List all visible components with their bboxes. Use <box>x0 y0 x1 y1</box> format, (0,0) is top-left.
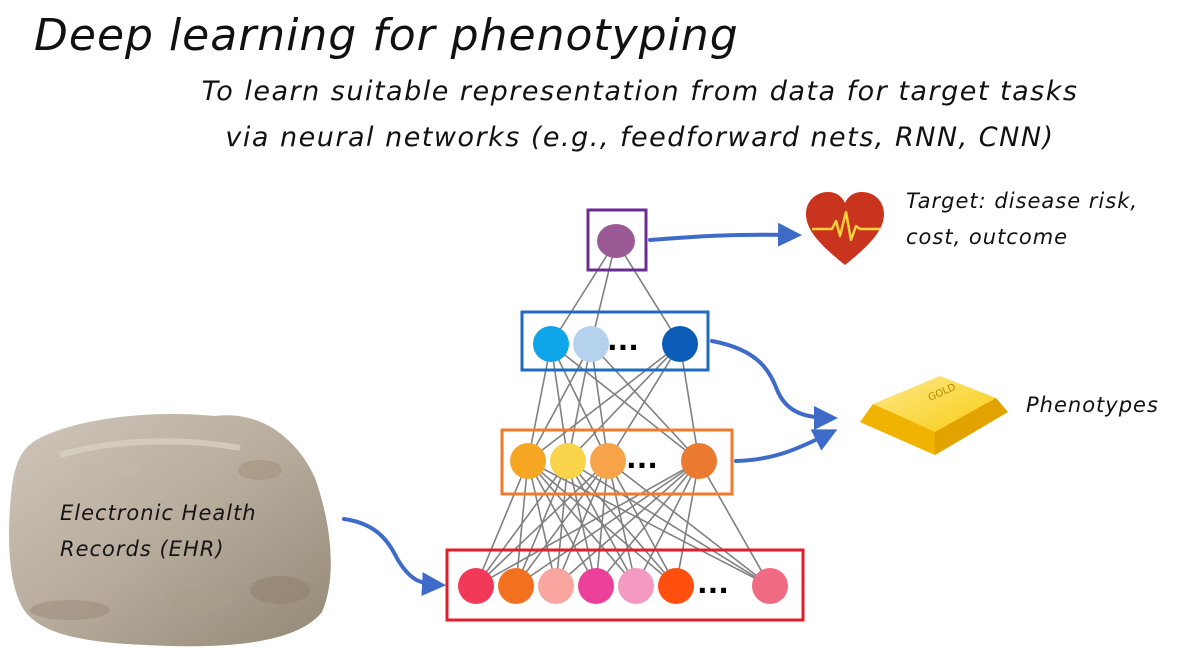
input-node <box>498 568 534 604</box>
arrows <box>342 222 838 597</box>
arrow-ehr-to-input <box>342 517 446 597</box>
target-label-line-1: Target: disease risk, <box>906 189 1139 213</box>
hidden2-node <box>573 326 609 362</box>
subtitle-line-2: via neural networks (e.g., feedforward n… <box>225 122 1055 153</box>
hidden1-ellipsis: ... <box>626 442 658 475</box>
hidden-layer-1-nodes: ... <box>510 442 717 479</box>
gold-bar-icon: GOLD <box>860 376 1008 455</box>
target-label: Target: disease risk, cost, outcome <box>906 183 1138 255</box>
hidden1-node <box>681 443 717 479</box>
arrow-hidden2-to-phenotypes <box>710 339 838 430</box>
hidden-layer-2-nodes: ... <box>533 324 698 362</box>
arrow-hidden1-to-phenotypes <box>734 429 838 463</box>
edges-hidden1-hidden2 <box>527 343 700 462</box>
phenotypes-label: Phenotypes <box>1026 393 1159 417</box>
hidden1-node <box>550 443 586 479</box>
hidden-layer-2-box <box>520 310 710 372</box>
hidden2-node <box>662 326 698 362</box>
input-layer-nodes: ... <box>458 567 788 604</box>
hidden1-node <box>590 443 626 479</box>
ehr-label: Electronic Health Records (EHR) <box>60 495 257 567</box>
ehr-label-line-2: Records (EHR) <box>60 537 225 561</box>
rock-image <box>9 414 331 647</box>
target-label-line-2: cost, outcome <box>906 225 1069 249</box>
input-layer-box <box>445 548 805 622</box>
hidden-layer-1-box <box>500 428 734 496</box>
hidden2-node <box>533 326 569 362</box>
output-node <box>597 224 635 258</box>
input-ellipsis: ... <box>697 567 729 600</box>
hidden1-node <box>510 443 546 479</box>
hidden2-ellipsis: ... <box>607 324 639 357</box>
input-node <box>538 568 574 604</box>
input-node <box>458 568 494 604</box>
input-node <box>658 568 694 604</box>
output-layer-box <box>586 208 648 272</box>
page-title: Deep learning for phenotyping <box>34 10 739 61</box>
input-node <box>618 568 654 604</box>
input-node <box>578 568 614 604</box>
input-node <box>752 568 788 604</box>
arrow-output-to-target <box>648 222 802 247</box>
heart-pulse-icon <box>806 192 884 265</box>
subtitle-line-1: To learn suitable representation from da… <box>201 76 1079 107</box>
edges-input-hidden1 <box>475 460 771 587</box>
ehr-label-line-1: Electronic Health <box>60 501 257 525</box>
